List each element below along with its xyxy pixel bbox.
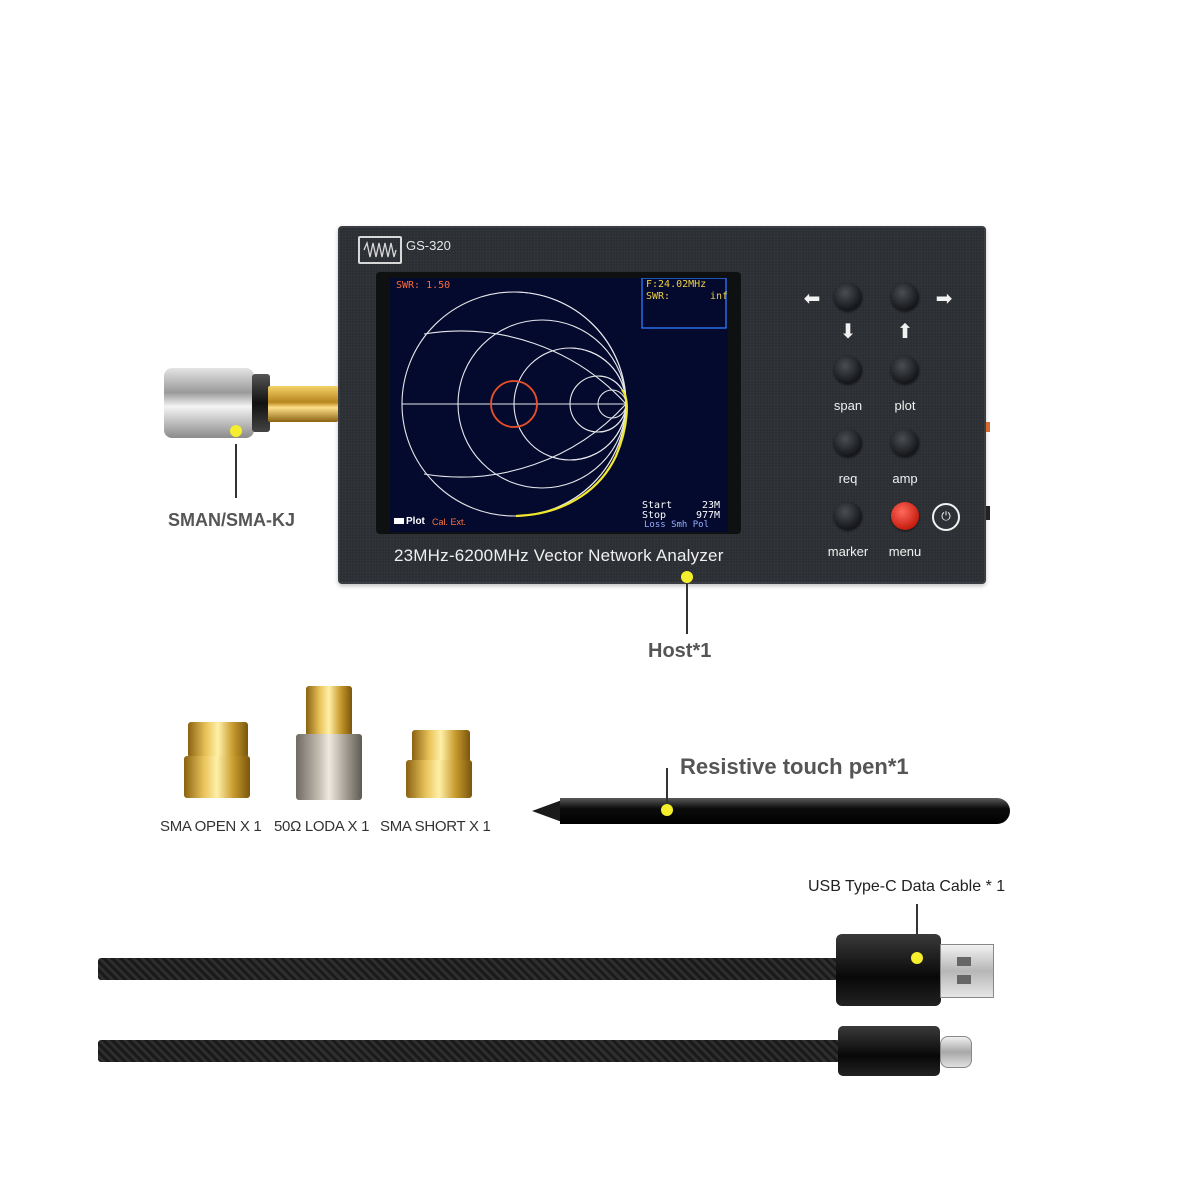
- device-screen[interactable]: SWR: 1.50 F:24.02MHz SWR: inf Start 23M …: [390, 278, 728, 532]
- marker-swr-label: SWR:: [646, 291, 671, 302]
- sma-short-caption: SMA SHORT X 1: [380, 818, 491, 835]
- cal-ext-tab[interactable]: Cal. Ext.: [432, 517, 467, 527]
- sma-short-thread: [412, 730, 470, 762]
- marker-label: marker: [827, 544, 869, 559]
- start-label: Start: [642, 500, 673, 511]
- sma-open-nut: [184, 756, 250, 798]
- usb-c-metal: [940, 1036, 972, 1068]
- marker-frequency: F:24.02MHz: [646, 279, 707, 290]
- connector-callout: SMAN/SMA-KJ: [168, 510, 296, 530]
- host-callout-line: [686, 584, 688, 634]
- load-body: [306, 686, 352, 736]
- connector-callout-line: [235, 444, 237, 498]
- sma-adapter: [268, 386, 338, 422]
- marker-button[interactable]: [834, 502, 862, 530]
- side-indicator: [986, 422, 990, 432]
- arrow-down-icon: ⬇: [839, 321, 857, 343]
- pen-highlight-dot: [661, 804, 673, 816]
- usb-cable-lower: [98, 1040, 840, 1062]
- req-label: req: [838, 471, 858, 486]
- load-nut: [296, 734, 362, 800]
- touch-pen: [560, 798, 1010, 824]
- cable-callout: USB Type-C Data Cable * 1: [808, 878, 1006, 895]
- wave-logo-icon: [363, 240, 397, 258]
- pen-tip: [532, 800, 562, 822]
- sma-open-thread: [188, 722, 248, 758]
- nav-left-button[interactable]: [834, 283, 862, 311]
- mode-tabs[interactable]: Loss Smh Pol: [644, 520, 710, 530]
- usb-a-hole: [957, 957, 971, 966]
- cable-highlight-dot: [911, 952, 923, 964]
- usb-a-hole: [957, 975, 971, 984]
- connector-highlight-dot: [230, 425, 242, 437]
- usb-a-plug: [836, 934, 941, 1006]
- smith-chart: [401, 278, 727, 518]
- battery-icon: [394, 518, 404, 524]
- amp-button[interactable]: [891, 429, 919, 457]
- req-button[interactable]: [834, 429, 862, 457]
- amp-label: amp: [892, 471, 918, 486]
- host-highlight-dot: [681, 571, 693, 583]
- swr-readout: SWR: 1.50: [396, 280, 451, 291]
- stop-value: 977M: [696, 510, 721, 521]
- cable-callout-line: [916, 904, 918, 954]
- usb-cable-upper: [98, 958, 838, 980]
- usb-a-metal: [940, 944, 994, 998]
- host-device: GS-320 SW: [338, 226, 990, 584]
- host-callout: Host*1: [648, 640, 712, 662]
- pen-callout: Resistive touch pen*1: [680, 754, 909, 779]
- pen-callout-line: [666, 768, 668, 804]
- connector-nut: [252, 374, 270, 432]
- arrow-left-icon: ⬅: [803, 288, 821, 310]
- load-caption: 50Ω LODA X 1: [274, 818, 370, 835]
- plot-tab[interactable]: Plot: [406, 516, 425, 527]
- menu-label: menu: [888, 544, 922, 559]
- side-switch: [986, 506, 990, 520]
- menu-button[interactable]: [891, 502, 919, 530]
- sma-short-nut: [406, 760, 472, 798]
- sma-open-caption: SMA OPEN X 1: [160, 818, 262, 835]
- usb-c-plug: [838, 1026, 940, 1076]
- brand-logo: [358, 236, 402, 264]
- span-button[interactable]: [834, 356, 862, 384]
- brand-model: GS-320: [406, 238, 451, 253]
- span-label: span: [833, 398, 863, 413]
- start-value: 23M: [702, 500, 721, 511]
- plot-label: plot: [894, 398, 916, 413]
- nav-right-button[interactable]: [891, 283, 919, 311]
- arrow-right-icon: ➡: [935, 288, 953, 310]
- marker-swr-value: inf: [710, 291, 728, 302]
- power-icon[interactable]: ⏻: [932, 503, 960, 531]
- model-range-label: 23MHz-6200MHz Vector Network Analyzer: [394, 546, 724, 565]
- stop-label: Stop: [642, 510, 667, 521]
- plot-button[interactable]: [891, 356, 919, 384]
- arrow-up-icon: ⬆: [896, 321, 914, 343]
